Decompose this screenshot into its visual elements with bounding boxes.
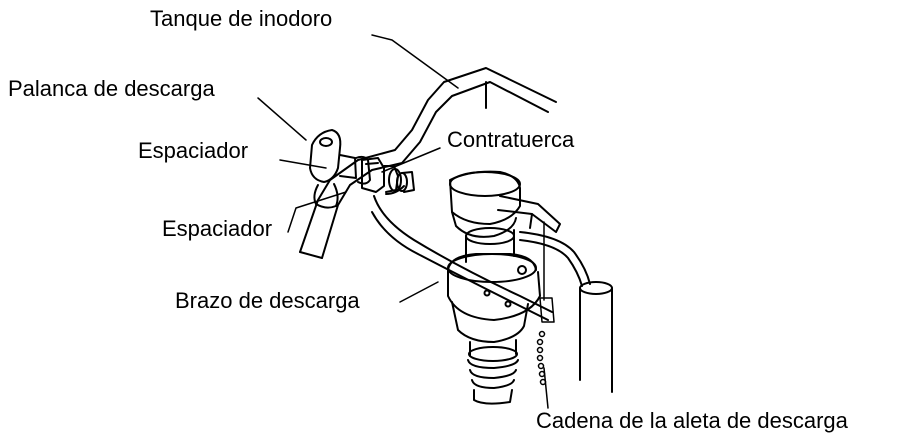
label-flapper-chain: Cadena de la aleta de descarga — [536, 408, 848, 433]
label-spacer-upper: Espaciador — [138, 138, 249, 163]
tank-wall — [299, 67, 557, 259]
lift-bracket — [497, 195, 561, 233]
leader-arm — [399, 281, 439, 303]
label-spacer-lower: Espaciador — [162, 216, 273, 241]
leader-lever — [257, 97, 307, 141]
flush-valve — [447, 170, 541, 405]
leader-spacer-upper — [279, 159, 327, 169]
label-flush-arm: Brazo de descarga — [175, 288, 360, 313]
flush-lever-handle — [309, 129, 371, 209]
label-locknut: Contratuerca — [447, 127, 575, 152]
leader-tank — [371, 34, 459, 89]
spacer-nut-stack — [361, 157, 415, 193]
label-flush-lever: Palanca de descarga — [8, 76, 215, 101]
label-toilet-tank: Tanque de inodoro — [150, 6, 333, 31]
flapper-chain — [536, 221, 555, 386]
leader-lines — [257, 34, 549, 409]
leader-locknut — [381, 147, 441, 173]
leader-spacer-lower — [287, 191, 347, 233]
overflow-tube — [519, 231, 613, 393]
flush-arm — [371, 185, 553, 321]
